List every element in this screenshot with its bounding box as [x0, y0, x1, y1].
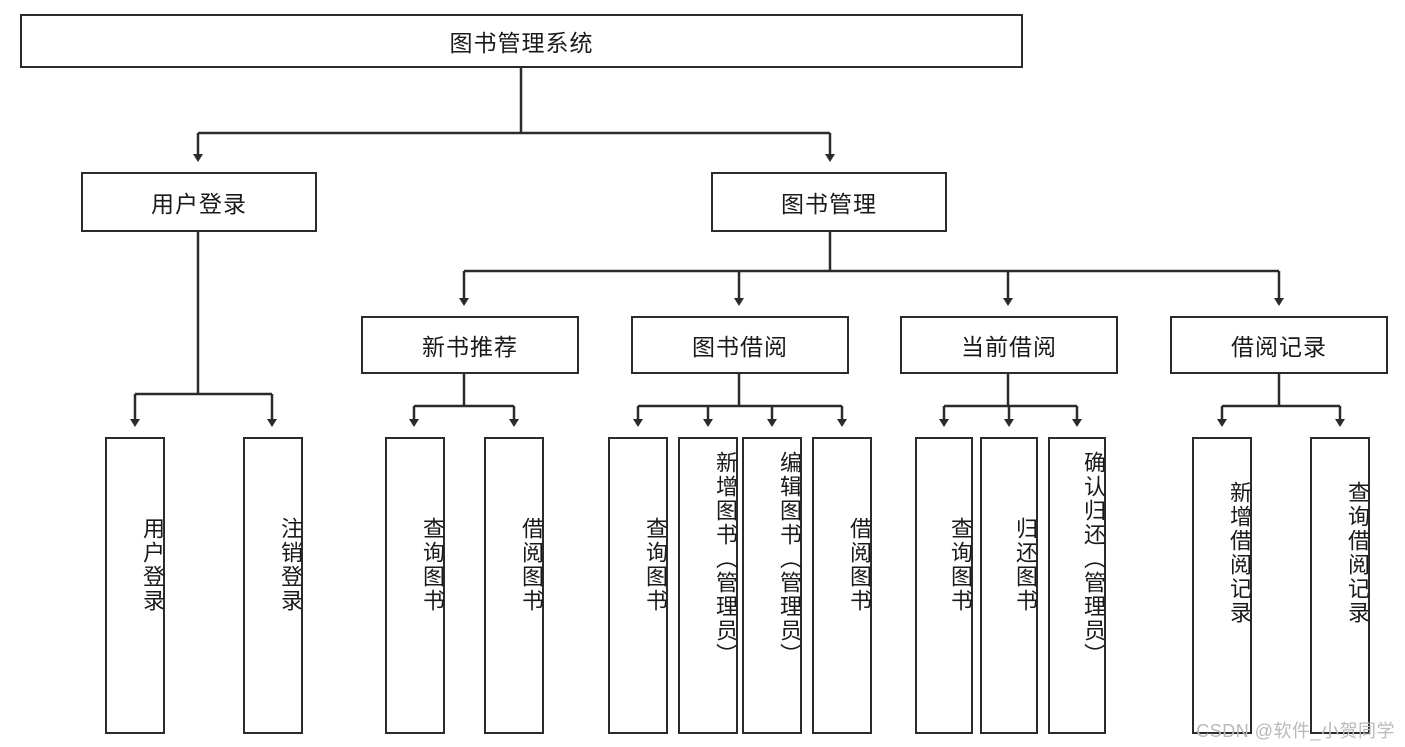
- leaf-add-book-label: 新增图书（管理员）: [713, 451, 738, 667]
- node-current-borrow[interactable]: 当前借阅: [900, 316, 1118, 374]
- leaf-logout-label: 注销登录: [278, 517, 303, 613]
- leaf-add-book[interactable]: 新增图书（管理员）: [678, 437, 738, 734]
- leaf-logout[interactable]: 注销登录: [243, 437, 303, 734]
- leaf-query-book-2[interactable]: 查询图书: [608, 437, 668, 734]
- node-new-book-recommend-label: 新书推荐: [422, 334, 518, 360]
- node-borrow-record-label: 借阅记录: [1231, 334, 1327, 360]
- node-new-book-recommend[interactable]: 新书推荐: [361, 316, 579, 374]
- node-root-label: 图书管理系统: [449, 30, 594, 56]
- node-root[interactable]: 图书管理系统: [20, 14, 1023, 68]
- node-book-borrow-label: 图书借阅: [692, 334, 788, 360]
- leaf-query-book-3-label: 查询图书: [948, 517, 973, 613]
- leaf-borrow-book-1[interactable]: 借阅图书: [484, 437, 544, 734]
- node-user-login-label: 用户登录: [151, 191, 247, 217]
- leaf-borrow-book-2-label: 借阅图书: [847, 517, 872, 613]
- node-book-manage-label: 图书管理: [781, 191, 877, 217]
- leaf-return-book[interactable]: 归还图书: [980, 437, 1038, 734]
- leaf-confirm-return-label: 确认归还（管理员）: [1081, 451, 1106, 667]
- leaf-query-record-label: 查询借阅记录: [1345, 481, 1370, 625]
- watermark: CSDN @软件_小贺同学: [1196, 721, 1395, 741]
- node-book-borrow[interactable]: 图书借阅: [631, 316, 849, 374]
- leaf-confirm-return[interactable]: 确认归还（管理员）: [1048, 437, 1106, 734]
- leaf-user-login[interactable]: 用户登录: [105, 437, 165, 734]
- leaf-borrow-book-1-label: 借阅图书: [519, 517, 544, 613]
- leaf-borrow-book-2[interactable]: 借阅图书: [812, 437, 872, 734]
- leaf-query-record[interactable]: 查询借阅记录: [1310, 437, 1370, 734]
- node-borrow-record[interactable]: 借阅记录: [1170, 316, 1388, 374]
- leaf-add-record[interactable]: 新增借阅记录: [1192, 437, 1252, 734]
- leaf-add-record-label: 新增借阅记录: [1227, 481, 1252, 625]
- leaf-edit-book[interactable]: 编辑图书（管理员）: [742, 437, 802, 734]
- node-current-borrow-label: 当前借阅: [961, 334, 1057, 360]
- leaf-query-book-1[interactable]: 查询图书: [385, 437, 445, 734]
- leaf-query-book-3[interactable]: 查询图书: [915, 437, 973, 734]
- node-book-manage[interactable]: 图书管理: [711, 172, 947, 232]
- leaf-return-book-label: 归还图书: [1013, 517, 1038, 613]
- node-user-login[interactable]: 用户登录: [81, 172, 317, 232]
- leaf-edit-book-label: 编辑图书（管理员）: [777, 451, 802, 667]
- leaf-user-login-label: 用户登录: [140, 517, 165, 613]
- leaf-query-book-2-label: 查询图书: [643, 517, 668, 613]
- leaf-query-book-1-label: 查询图书: [420, 517, 445, 613]
